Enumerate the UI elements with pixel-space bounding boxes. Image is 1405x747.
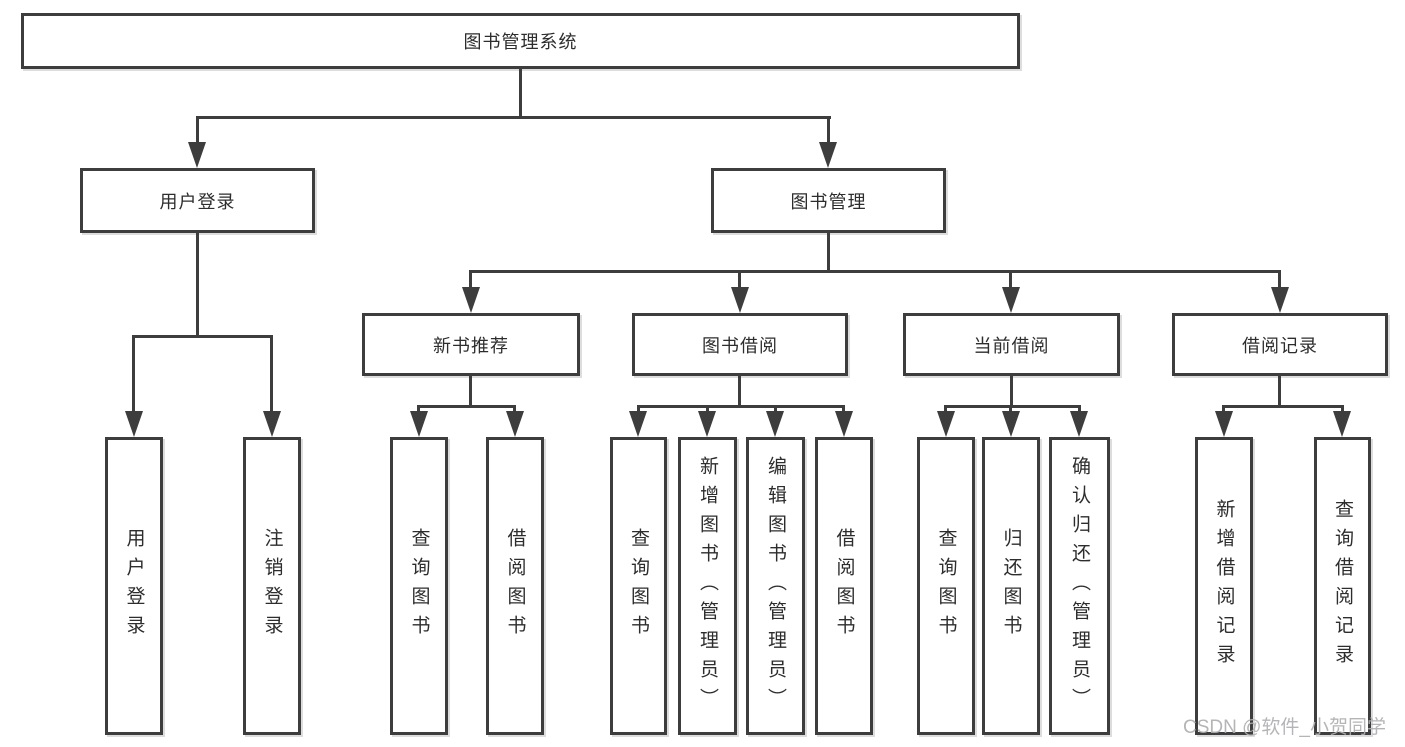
leaf-label: 查询借阅记录 <box>1332 499 1353 673</box>
connector-line <box>1009 270 1012 292</box>
connector-line <box>417 405 516 408</box>
connector-line <box>417 405 420 414</box>
arrow-down-icon <box>766 411 784 437</box>
leaf-label: 新增借阅记录 <box>1213 499 1235 673</box>
arrow-down-icon <box>819 142 837 168</box>
leaf-user-login: 用户登录 <box>105 437 163 735</box>
leaf-label: 归还图书 <box>1000 528 1022 644</box>
node-book-borrowing: 图书借阅 <box>632 313 848 376</box>
connector-line <box>469 270 472 292</box>
connector-line <box>738 270 741 292</box>
arrow-down-icon <box>1002 411 1020 437</box>
connector-line <box>132 335 273 338</box>
leaf-label: 确认归还（管理员） <box>1069 455 1090 717</box>
node-label: 图书管理系统 <box>463 32 578 52</box>
connector-line <box>469 270 1281 273</box>
connector-line <box>1341 405 1344 414</box>
arrow-down-icon <box>1333 411 1351 437</box>
leaf-label: 注销登录 <box>261 528 283 644</box>
leaf-return-book: 归还图书 <box>982 437 1040 735</box>
arrow-down-icon <box>410 411 428 437</box>
arrow-down-icon <box>462 287 480 313</box>
node-label: 用户登录 <box>159 191 236 212</box>
leaf-label: 用户登录 <box>123 528 145 644</box>
leaf-label: 查询图书 <box>628 528 649 644</box>
connector-line <box>1278 270 1281 292</box>
leaf-logout: 注销登录 <box>243 437 301 735</box>
connector-line <box>1278 376 1281 407</box>
connector-line <box>1222 405 1344 408</box>
connector-line <box>132 335 135 415</box>
node-current-borrowing: 当前借阅 <box>903 313 1120 376</box>
node-user-login: 用户登录 <box>80 168 315 233</box>
connector-line <box>827 233 830 273</box>
connector-line <box>196 116 831 119</box>
leaf-query-borrow-record: 查询借阅记录 <box>1314 437 1371 735</box>
connector-line <box>774 405 777 414</box>
leaf-borrow-books: 借阅图书 <box>815 437 873 735</box>
leaf-add-borrow-record: 新增借阅记录 <box>1195 437 1253 735</box>
connector-line <box>1009 405 1012 414</box>
leaf-query-books-current: 查询图书 <box>917 437 975 735</box>
arrow-down-icon <box>698 411 716 437</box>
connector-line <box>513 405 516 414</box>
arrow-down-icon <box>1070 411 1088 437</box>
connector-line <box>519 69 522 119</box>
node-borrowing-records: 借阅记录 <box>1172 313 1388 376</box>
leaf-add-book-admin: 新增图书（管理员） <box>678 437 737 735</box>
node-library-management-system: 图书管理系统 <box>21 13 1020 69</box>
node-book-management: 图书管理 <box>711 168 946 233</box>
arrow-down-icon <box>629 411 647 437</box>
leaf-label: 借阅图书 <box>504 528 526 644</box>
arrow-down-icon <box>835 411 853 437</box>
leaf-label: 借阅图书 <box>833 528 855 644</box>
arrow-down-icon <box>1271 287 1289 313</box>
connector-line <box>842 405 845 414</box>
node-label: 当前借阅 <box>973 335 1050 356</box>
leaf-edit-book-admin: 编辑图书（管理员） <box>746 437 805 735</box>
arrow-down-icon <box>263 411 281 437</box>
connector-line <box>1078 405 1081 414</box>
leaf-label: 查询图书 <box>408 528 430 644</box>
connector-line <box>1222 405 1225 414</box>
connector-line <box>270 335 273 415</box>
leaf-label: 查询图书 <box>935 528 957 644</box>
arrow-down-icon <box>937 411 955 437</box>
arrow-down-icon <box>1002 287 1020 313</box>
leaf-query-books-recommend: 查询图书 <box>390 437 448 735</box>
connector-line <box>469 376 472 407</box>
leaf-query-books-borrow: 查询图书 <box>610 437 667 735</box>
node-label: 图书借阅 <box>702 335 778 356</box>
leaf-label: 新增图书（管理员） <box>697 455 718 717</box>
arrow-down-icon <box>731 287 749 313</box>
connector-line <box>827 116 830 146</box>
arrow-down-icon <box>125 411 143 437</box>
connector-line <box>738 376 741 407</box>
connector-line <box>706 405 709 414</box>
arrow-down-icon <box>188 142 206 168</box>
arrow-down-icon <box>506 411 524 437</box>
node-label: 图书管理 <box>790 191 867 212</box>
connector-line <box>944 405 1081 408</box>
leaf-confirm-return-admin: 确认归还（管理员） <box>1049 437 1110 735</box>
arrow-down-icon <box>1215 411 1233 437</box>
csdn-watermark: CSDN @软件_小贺同学 <box>1183 717 1386 738</box>
leaf-borrow-books-recommend: 借阅图书 <box>486 437 544 735</box>
connector-line <box>944 405 947 414</box>
connector-line <box>637 405 845 408</box>
node-label: 新书推荐 <box>433 335 509 356</box>
node-label: 借阅记录 <box>1242 335 1318 356</box>
connector-line <box>637 405 640 414</box>
leaf-label: 编辑图书（管理员） <box>765 455 786 717</box>
node-new-book-recommend: 新书推荐 <box>362 313 580 376</box>
connector-line <box>196 233 199 338</box>
connector-line <box>196 116 199 146</box>
connector-line <box>1010 376 1013 407</box>
